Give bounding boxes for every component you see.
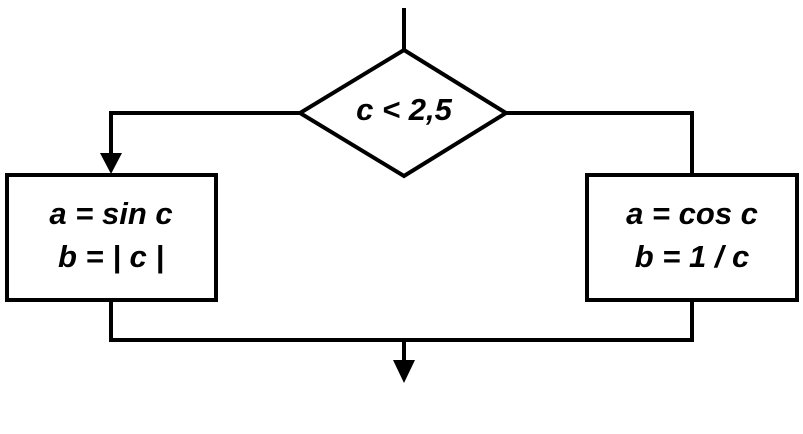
exit-arrowhead xyxy=(393,360,415,383)
left-branch-connector xyxy=(109,111,302,158)
left-process-block xyxy=(5,173,218,302)
left-branch-arrowhead xyxy=(100,153,122,174)
right-block-line2: b = 1 / c xyxy=(635,239,750,274)
right-branch-connector xyxy=(504,111,694,176)
decision-condition: c < 2,5 xyxy=(356,92,452,127)
right-block-line1: a = cos c xyxy=(626,196,758,231)
merge-connector xyxy=(109,298,694,342)
decision-diamond xyxy=(296,47,510,179)
left-block-line2: b = | c | xyxy=(58,239,164,274)
right-process-block xyxy=(585,173,799,302)
left-block-line1: a = sin c xyxy=(49,196,172,231)
